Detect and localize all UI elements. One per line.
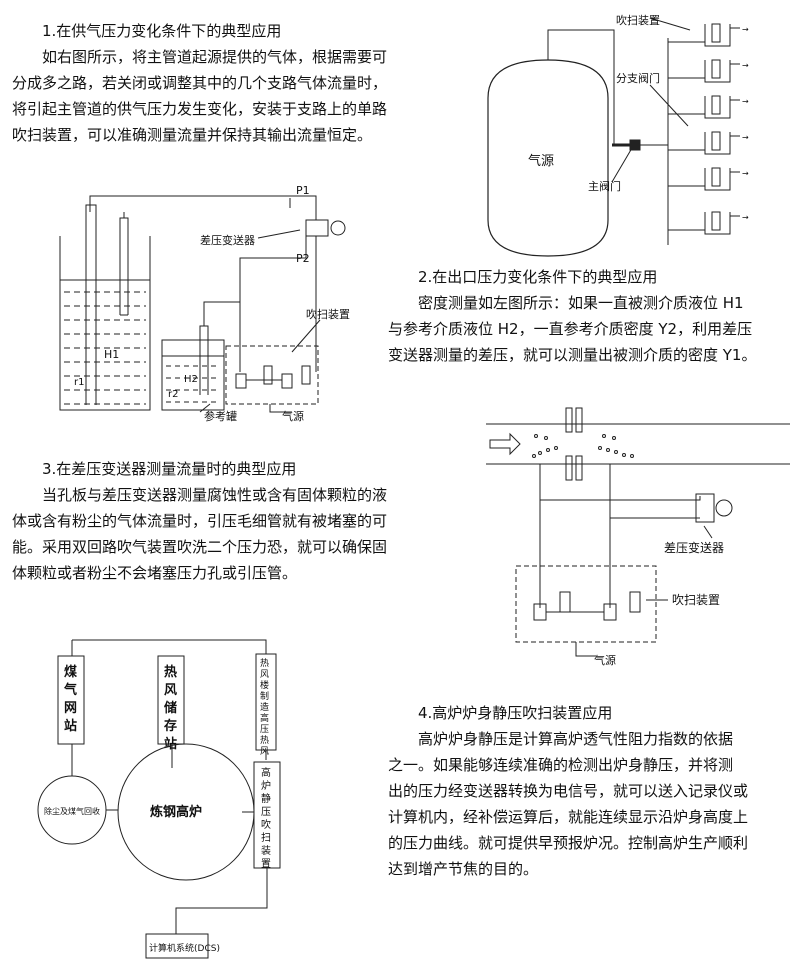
measured-liquid	[64, 291, 146, 405]
fig3-dp-transmitter	[695, 493, 715, 523]
section4-line: 达到增产节焦的目的。	[388, 860, 539, 878]
p1-label: P1	[296, 184, 310, 197]
section3-line: 体颗粒或者粉尘不会堵塞压力孔或引压管。	[12, 564, 298, 582]
flow-dots	[532, 434, 634, 458]
hot-air-station-label: 热风储存站	[163, 664, 177, 752]
dcs-label: 计算机系统(DCS)	[149, 942, 220, 954]
section4-line: 计算机内，经补偿运算后，就能连续显示沿炉身高度上	[388, 808, 749, 826]
section4-line: 高炉炉身静压是计算高炉透气性阻力指数的依据	[418, 730, 734, 748]
section1-line: 分成多之路，若关闭或调整其中的几个支路气体流量时，	[12, 74, 388, 92]
section2-line: 与参考介质液位 H2，一直参考介质密度 Y2，利用差压	[388, 320, 753, 338]
section1-line: 吹扫装置，可以准确测量流量并保持其输出流量恒定。	[12, 126, 373, 144]
fig3-purge-label: 吹扫装置	[672, 593, 720, 607]
dp-transmitter	[305, 219, 329, 237]
gas-station-box	[57, 655, 85, 745]
dcs-box	[145, 933, 209, 959]
fig2-gas-label: 气源	[282, 409, 304, 423]
fig3-gas-label: 气源	[594, 653, 616, 667]
furnace-label: 炼钢高炉	[150, 804, 202, 820]
section1-heading: 1.在供气压力变化条件下的典型应用	[42, 22, 282, 40]
section3-line: 当孔板与差压变送器测量腐蚀性或含有固体颗粒的液	[42, 486, 388, 504]
svg-text:→: →	[742, 133, 749, 142]
hot-air-ctrl-label: 热风楼制造高压热风	[260, 657, 269, 757]
section4-line: 的压力曲线。就可提供早预报炉况。控制高炉生产顺利	[388, 834, 749, 852]
svg-text:→: →	[742, 61, 749, 70]
section3-heading: 3.在差压变送器测量流量时的典型应用	[42, 460, 297, 478]
section1-line: 将引起主管道的供气压力发生变化，安装于支路上的单路	[12, 100, 388, 118]
section1-text: 1.在供气压力变化条件下的典型应用 如右图所示，将主管道起源提供的气体，根据需要…	[12, 18, 442, 148]
dust-label: 除尘及煤气回收	[44, 806, 100, 816]
p2-label: P2	[296, 252, 310, 265]
fig1-branch-valve-label: 分支阀门	[616, 71, 660, 85]
fig1-purge-label: 吹扫装置	[616, 14, 660, 27]
fig3-purge-box	[515, 565, 657, 643]
static-purge-label: 高炉静压吹扫装置	[261, 766, 271, 870]
section4-line: 出的压力经变送器转换为电信号，就可以送入记录仪或	[388, 782, 749, 800]
svg-text:→: →	[742, 169, 749, 178]
section3-text: 3.在差压变送器测量流量时的典型应用 当孔板与差压变送器测量腐蚀性或含有固体颗粒…	[12, 456, 442, 586]
measured-tank	[59, 236, 151, 411]
fig1-flowmeters: → → → → → →	[704, 23, 749, 235]
fig1-main-valve-label: 主阀门	[588, 179, 621, 193]
reference-tank	[161, 339, 225, 411]
fig2-density-diagram: H1 r1 H2 r2 参考罐 P1 P2 差压变送器 气源 吹扫装置	[59, 184, 350, 423]
hot-air-station-box	[157, 655, 185, 745]
r2-label: r2	[168, 389, 178, 400]
fig2-purge-box	[225, 345, 319, 405]
section3-line: 体或含有粉尘的气体流量时，引压毛细管就有被堵塞的可	[12, 512, 388, 530]
section4-line: 之一。如果能够连续准确的检测出炉身静压，并将测	[388, 756, 734, 774]
svg-text:→: →	[742, 25, 749, 34]
fig2-dp-label: 差压变送器	[200, 233, 255, 247]
section2-heading: 2.在出口压力变化条件下的典型应用	[418, 268, 658, 286]
fig3-dp-label: 差压变送器	[664, 540, 724, 555]
r1-label: r1	[74, 377, 84, 388]
gas-vessel	[487, 59, 609, 257]
flow-arrow	[489, 432, 521, 456]
reference-tank-label: 参考罐	[204, 409, 237, 423]
section4-text: 4.高炉炉身静压吹扫装置应用 高炉炉身静压是计算高炉透气性阻力指数的依据 之一。…	[388, 700, 788, 882]
section1-line: 如右图所示，将主管道起源提供的气体，根据需要可	[42, 48, 388, 66]
orifice-plate-bottom	[565, 455, 573, 481]
gas-station-label: 煤气网站	[64, 664, 77, 734]
fig2-purge-label: 吹扫装置	[306, 308, 350, 321]
svg-text:→: →	[742, 97, 749, 106]
h1-label: H1	[104, 348, 119, 361]
vessel-label: 气源	[528, 153, 554, 169]
section4-heading: 4.高炉炉身静压吹扫装置应用	[418, 704, 613, 722]
fig3-orifice-diagram: 差压变送器 吹扫装置 气源	[486, 407, 790, 667]
fig1-gas-source-diagram: 气源 → → → → → → 吹扫装置 分支阀门 主阀门	[487, 14, 749, 257]
fig4-blast-furnace-diagram: 煤气网站 热风储存站 热风楼制造高压热风 除尘及煤气回收 炼钢高炉 高炉静压吹扫…	[37, 639, 281, 959]
section2-line: 密度测量如左图所示：如果一直被测介质液位 H1	[418, 294, 744, 312]
fig1-branches	[668, 41, 705, 231]
section3-line: 能。采用双回路吹气装置吹洗二个压力恐，就可以确保固	[12, 538, 388, 556]
section2-text: 2.在出口压力变化条件下的典型应用 密度测量如左图所示：如果一直被测介质液位 H…	[388, 264, 788, 368]
h2-label: H2	[184, 374, 198, 385]
orifice-plate-top	[565, 407, 573, 433]
section2-line: 变送器测量的差压，就可以测量出被测介质的密度 Y1。	[388, 346, 757, 364]
svg-text:→: →	[742, 213, 749, 222]
